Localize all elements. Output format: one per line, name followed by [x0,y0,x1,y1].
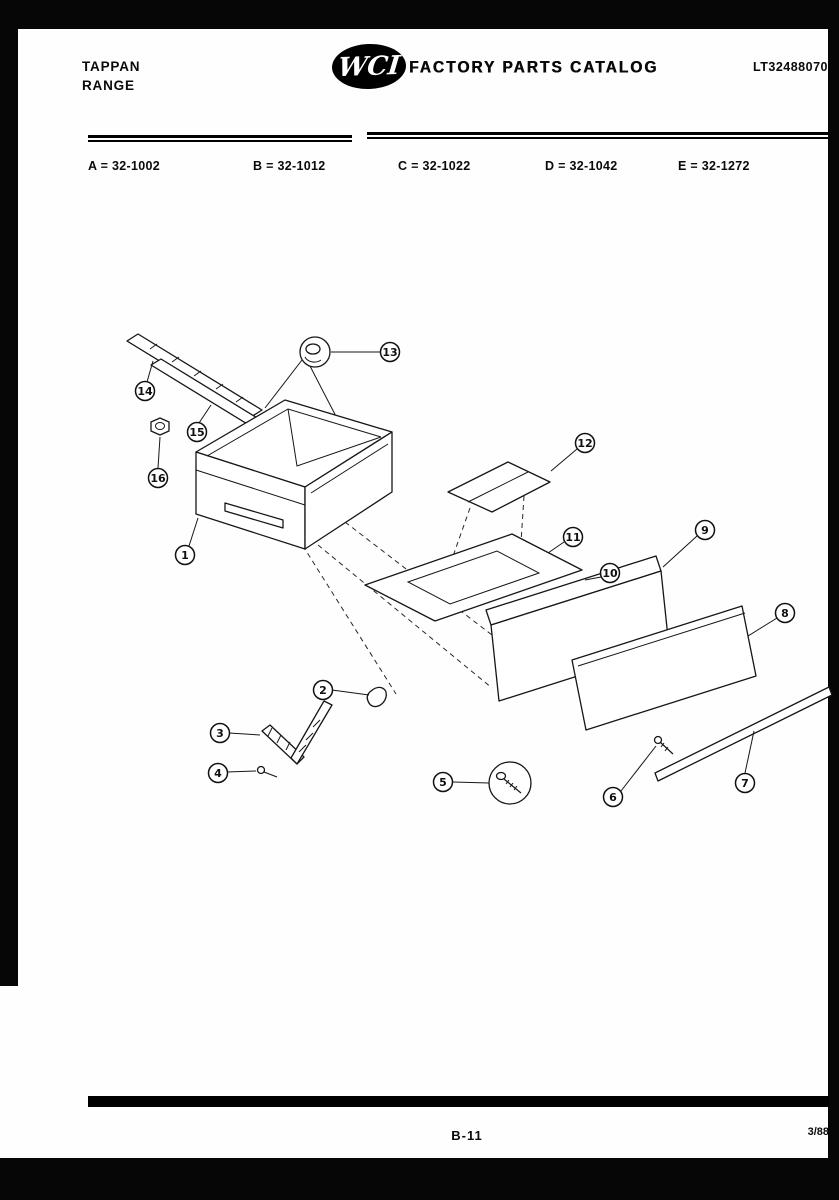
svg-text:5: 5 [439,776,447,789]
scan-edge-left [0,0,18,986]
model-b: B = 32-1012 [253,159,326,173]
bracket-part [261,700,333,765]
svg-text:2: 2 [319,684,327,697]
callout-10: 10 [599,562,621,584]
svg-text:10: 10 [602,567,618,580]
svg-text:12: 12 [577,437,592,450]
callout-1: 1 [174,544,196,566]
callout-16: 16 [147,467,169,489]
callout-12: 12 [574,432,596,454]
catalog-title: FACTORY PARTS CATALOG [409,58,659,77]
grommet-part [299,336,343,429]
svg-text:4: 4 [214,767,222,780]
svg-text:1: 1 [181,549,189,562]
svg-text:9: 9 [701,524,709,537]
page-number: B-11 [451,1128,483,1143]
clip-part [366,686,387,708]
screw-5-part [488,761,532,805]
callout-2: 2 [312,679,334,701]
svg-text:8: 8 [781,607,789,620]
svg-text:3: 3 [216,727,224,740]
callout-14: 14 [134,380,156,402]
model-c: C = 32-1022 [398,159,471,173]
callout-9: 9 [694,519,716,541]
screw-4-part [256,765,278,778]
drawer-body-part [195,399,393,550]
scan-edge-right [828,0,839,1200]
callout-11: 11 [562,526,584,548]
nut-part [150,417,170,436]
scan-edge-bottom [0,1158,839,1200]
brand-line2: RANGE [82,78,135,93]
model-d: D = 32-1042 [545,159,618,173]
callout-8: 8 [774,602,796,624]
scan-edge-top [0,0,839,29]
outer-drawer-front-part [571,605,757,731]
brand-name: TAPPAN RANGE [82,57,140,95]
screw-6-part [653,735,674,755]
svg-text:13: 13 [382,346,397,359]
callout-15: 15 [186,421,208,443]
header-rule-right [367,132,829,139]
svg-text:7: 7 [741,777,749,790]
svg-text:6: 6 [609,791,617,804]
svg-text:15: 15 [189,426,204,439]
callout-3: 3 [209,722,231,744]
callout-5: 5 [432,771,454,793]
model-number-row: A = 32-1002 B = 32-1012 C = 32-1022 D = … [0,159,839,175]
revision-date: 3/88 [807,1126,829,1138]
drawer-liner-part [364,533,583,622]
slide-rail-parts [126,333,303,434]
footer-rule [88,1096,829,1107]
model-a: A = 32-1002 [88,159,160,173]
callout-7: 7 [734,772,756,794]
svg-text:11: 11 [565,531,580,544]
leader-lines [146,351,778,792]
trim-strip-part [654,686,833,782]
svg-text:16: 16 [150,472,166,485]
header-rule-left [88,135,352,142]
svg-text:14: 14 [137,385,153,398]
insulation-sheet-part [447,461,551,513]
callout-13: 13 [379,341,401,363]
document-number: LT32488070 [753,60,828,74]
model-e: E = 32-1272 [678,159,750,173]
brand-line1: TAPPAN [82,59,141,74]
callout-4: 4 [207,762,229,784]
callout-6: 6 [602,786,624,808]
